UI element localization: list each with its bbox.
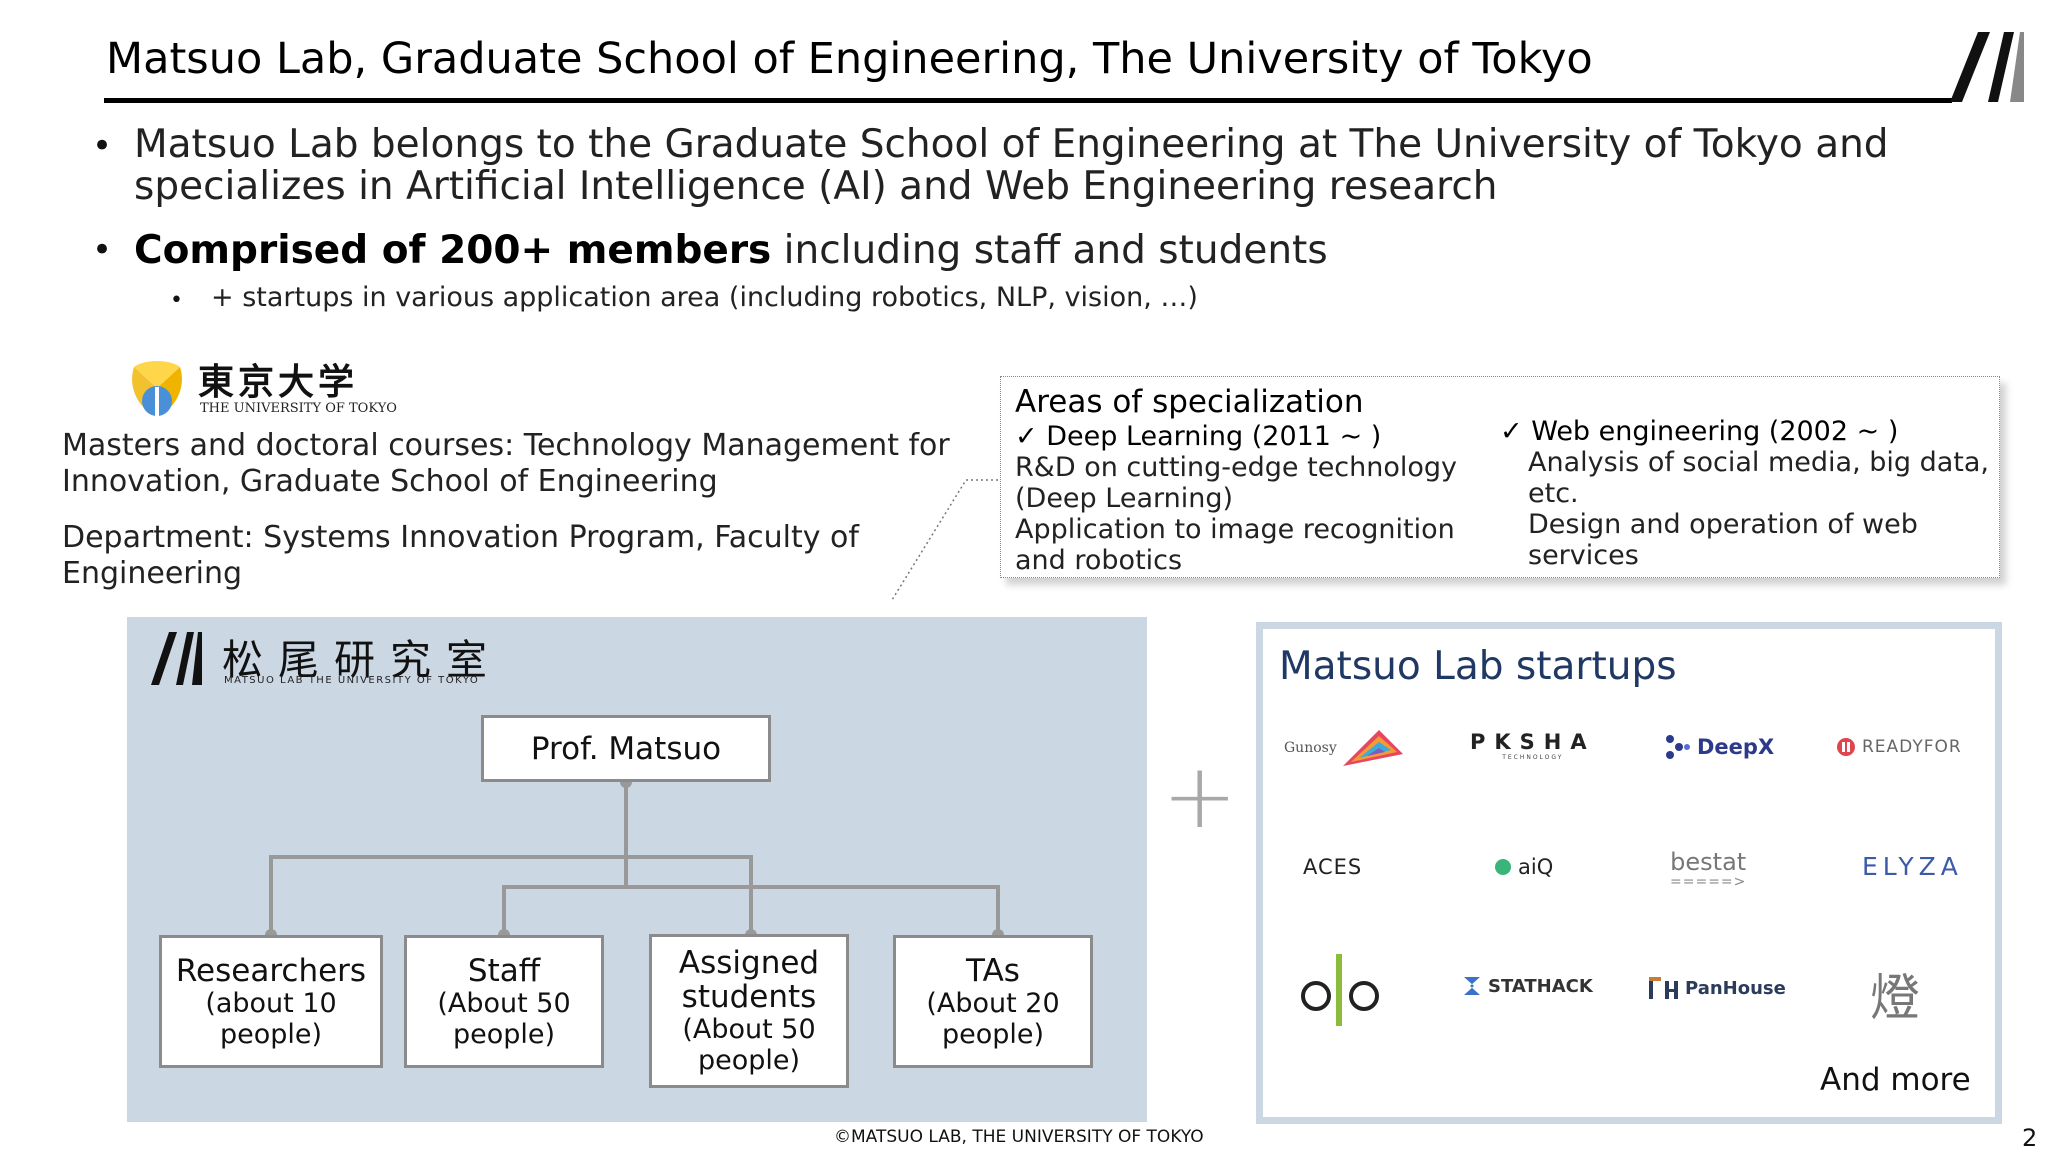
pksha-sub: TECHNOLOGY	[1502, 754, 1564, 761]
org-box-staff: Staff (About 50 people)	[404, 935, 604, 1068]
web-engineering-column: ✓ Web engineering (2002 ~ ) Analysis of …	[1500, 416, 1990, 571]
startup-readyfor: READYFOR	[1836, 737, 1962, 757]
sub-bullet-startups: + startups in various application area (…	[211, 282, 1198, 313]
and-more-text: And more	[1820, 1062, 1971, 1098]
gunosy-mark-icon	[1342, 730, 1403, 766]
gunosy-name: Gunosy	[1284, 740, 1337, 756]
bullet-marker: •	[92, 126, 113, 166]
tas-label: TAs	[966, 952, 1020, 989]
ginkgo-icon	[132, 361, 182, 417]
plus-icon: +	[1162, 744, 1238, 849]
startups-title: Matsuo Lab startups	[1279, 644, 1677, 689]
readyfor-mark-icon	[1837, 738, 1855, 756]
panhouse-name: PanHouse	[1685, 977, 1786, 999]
startup-aces: ACES	[1303, 855, 1362, 879]
startup-aiq: aiQ	[1494, 855, 1553, 879]
panhouse-mark-icon	[1649, 977, 1678, 999]
org-box-professor: Prof. Matsuo	[481, 715, 771, 782]
utokyo-logo-en: THE UNIVERSITY OF TOKYO	[200, 401, 397, 416]
web-engineering-desc-2: Design and operation of web services	[1528, 509, 1918, 571]
startup-bestat: bestat =====>	[1670, 848, 1747, 890]
members-count-emphasis: Comprised of 200+ members	[134, 228, 772, 273]
aces-name: ACES	[1303, 855, 1363, 879]
deep-learning-heading: ✓ Deep Learning (2011 ~ )	[1015, 421, 1382, 452]
org-box-researchers: Researchers (about 10 people)	[159, 935, 383, 1068]
startup-lantern: 燈	[1870, 958, 1920, 1030]
professor-name: Prof. Matsuo	[530, 730, 722, 767]
readyfor-name: READYFOR	[1862, 737, 1962, 757]
lab-logo-icon	[151, 632, 202, 685]
sub-bullet-marker: •	[170, 288, 183, 313]
copyright-footer: ©MATSUO LAB, THE UNIVERSITY OF TOKYO	[834, 1127, 1204, 1147]
specialization-title: Areas of specialization	[1015, 384, 1364, 420]
members-rest: including staff and students	[771, 228, 1328, 273]
bullet-members: Comprised of 200+ members including staf…	[134, 228, 1328, 274]
page-title: Matsuo Lab, Graduate School of Engineeri…	[106, 34, 1593, 84]
elyza-name: ELYZA	[1862, 852, 1963, 881]
aiq-name: aiQ	[1518, 855, 1554, 879]
deep-learning-desc-2: Application to image recognition and rob…	[1015, 514, 1455, 576]
researchers-label: Researchers	[175, 952, 367, 989]
students-label: Assigned students	[678, 945, 820, 1015]
startup-elyza: ELYZA	[1862, 852, 1963, 881]
pksha-name: PKSHA	[1470, 730, 1596, 754]
startup-stathack: STATHACK	[1462, 975, 1593, 997]
aiq-mark-icon	[1495, 859, 1511, 875]
title-underline	[104, 98, 1952, 103]
specialization-callout	[1000, 376, 2000, 578]
startup-deepx: DeepX	[1665, 734, 1774, 760]
tas-count: (About 20 people)	[926, 987, 1060, 1050]
researchers-count: (about 10 people)	[205, 987, 337, 1050]
deepx-mark-icon	[1666, 735, 1690, 759]
deep-learning-column: ✓ Deep Learning (2011 ~ ) R&D on cutting…	[1015, 421, 1485, 576]
staff-count: (About 50 people)	[437, 987, 571, 1050]
bestat-name: bestat	[1670, 848, 1747, 876]
students-count: (About 50 people)	[682, 1014, 816, 1076]
deep-learning-desc-1: R&D on cutting-edge technology (Deep Lea…	[1015, 452, 1458, 514]
stathack-name: STATHACK	[1488, 975, 1593, 997]
startup-panhouse: PanHouse	[1647, 975, 1786, 1001]
startup-ollo-icon	[1298, 950, 1384, 1030]
lab-name-jp: 松尾研究室	[222, 636, 502, 684]
bullet-lab-description: Matsuo Lab belongs to the Graduate Schoo…	[134, 122, 1889, 209]
lantern-name: 燈	[1870, 969, 1920, 1027]
web-engineering-desc-1: Analysis of social media, big data, etc.	[1528, 447, 1990, 509]
staff-label: Staff	[467, 952, 541, 989]
web-engineering-heading: ✓ Web engineering (2002 ~ )	[1500, 416, 1899, 447]
stathack-mark-icon	[1464, 977, 1480, 995]
callout-leader-line	[891, 479, 1008, 601]
startups-panel	[1256, 622, 2002, 1124]
org-box-students: Assigned students (About 50 people)	[649, 934, 849, 1088]
bullet-marker: •	[92, 230, 113, 270]
org-box-tas: TAs (About 20 people)	[893, 935, 1093, 1068]
bestat-arrow: =====>	[1670, 874, 1747, 890]
utokyo-logo: 東京大学 THE UNIVERSITY OF TOKYO	[126, 353, 397, 423]
page-number: 2	[2022, 1124, 2038, 1152]
utokyo-logo-jp: 東京大学	[198, 361, 359, 403]
deepx-name: DeepX	[1697, 735, 1775, 759]
startup-pksha: PKSHA TECHNOLOGY	[1470, 730, 1596, 761]
department-text: Department: Systems Innovation Program, …	[62, 520, 859, 591]
lab-name-en: MATSUO LAB THE UNIVERSITY OF TOKYO	[224, 675, 480, 686]
courses-text: Masters and doctoral courses: Technology…	[62, 428, 950, 499]
matsuo-lab-logo-icon	[1950, 32, 2024, 102]
ollo-mark-icon	[1301, 954, 1379, 1026]
startup-gunosy: Gunosy	[1284, 728, 1403, 768]
